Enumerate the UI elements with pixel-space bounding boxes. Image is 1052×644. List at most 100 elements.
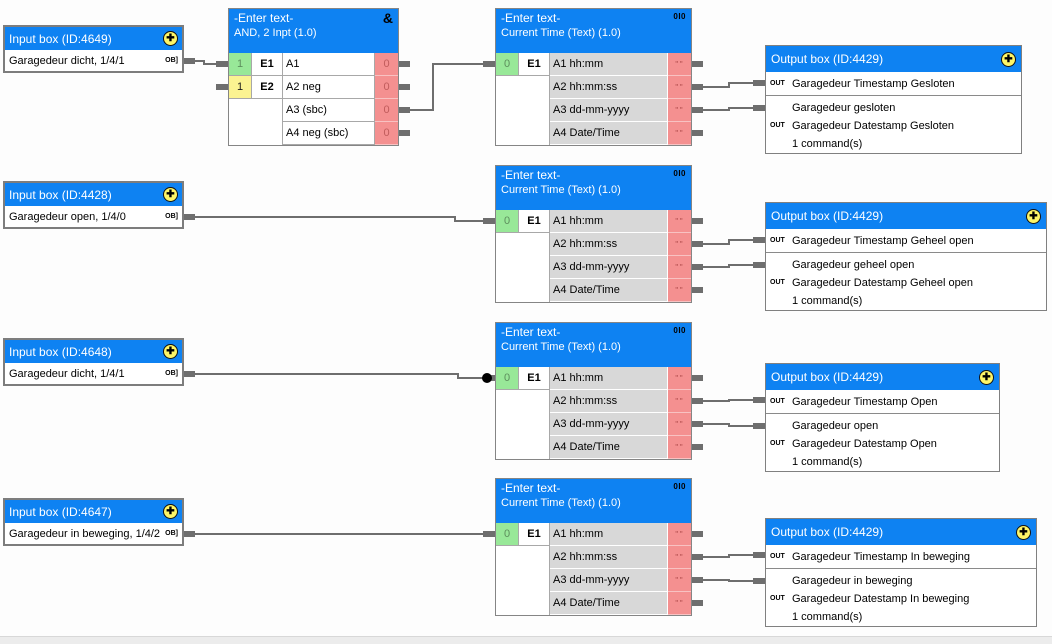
port-nub[interactable] <box>753 262 765 268</box>
port-nub[interactable] <box>398 61 410 67</box>
output-row-timestamp[interactable]: OUT Garagedeur Timestamp Open <box>766 390 999 414</box>
port-nub[interactable] <box>691 398 703 404</box>
input-port-e2[interactable]: E2 <box>252 76 283 99</box>
input-box-body[interactable]: Garagedeur in beweging, 1/4/2 OB] <box>5 523 182 544</box>
output-value-a2[interactable]: "" <box>668 76 691 99</box>
output-box-4[interactable]: Output box (ID:4429) ✚ OUT Garagedeur Ti… <box>765 518 1037 627</box>
output-box-1[interactable]: Output box (ID:4429) ✚ OUT Garagedeur Ti… <box>765 45 1022 154</box>
block-header[interactable]: -Enter text- AND, 2 Inpt (1.0) & <box>229 9 398 53</box>
output-value-a1[interactable]: "" <box>668 210 691 233</box>
port-nub[interactable] <box>753 237 765 243</box>
output-value-a4[interactable]: 0 <box>375 122 398 145</box>
input-box-body[interactable]: Garagedeur open, 1/4/0 OB] <box>5 206 182 227</box>
output-value-a1[interactable]: "" <box>668 367 691 390</box>
input-port-e1[interactable]: E1 <box>519 210 550 233</box>
port-nub[interactable] <box>183 58 195 64</box>
current-time-block-3[interactable]: -Enter text- Current Time (Text) (1.0) 0… <box>495 322 692 460</box>
input-box-header[interactable]: Input box (ID:4648) ✚ <box>5 340 182 363</box>
output-value-a1[interactable]: 0 <box>375 53 398 76</box>
output-box-3[interactable]: Output box (ID:4429) ✚ OUT Garagedeur Ti… <box>765 363 1000 472</box>
input-box-4649[interactable]: Input box (ID:4649) ✚ Garagedeur dicht, … <box>3 25 184 73</box>
port-nub[interactable] <box>753 80 765 86</box>
port-nub[interactable] <box>691 107 703 113</box>
output-box-header[interactable]: Output box (ID:4429) ✚ <box>766 364 999 390</box>
output-row-datestamp[interactable]: Garagedeur open OUT Garagedeur Datestamp… <box>766 414 999 471</box>
port-nub[interactable] <box>753 423 765 429</box>
port-nub[interactable] <box>691 241 703 247</box>
current-time-block-2[interactable]: -Enter text- Current Time (Text) (1.0) 0… <box>495 165 692 303</box>
port-nub[interactable] <box>691 84 703 90</box>
input-box-body[interactable]: Garagedeur dicht, 1/4/1 OB] <box>5 363 182 384</box>
output-row-timestamp[interactable]: OUT Garagedeur Timestamp Geheel open <box>766 229 1046 253</box>
input-box-header[interactable]: Input box (ID:4649) ✚ <box>5 27 182 50</box>
output-row-datestamp[interactable]: Garagedeur in beweging OUT Garagedeur Da… <box>766 569 1036 626</box>
port-nub[interactable] <box>691 218 703 224</box>
port-nub[interactable] <box>691 444 703 450</box>
input-box-body[interactable]: Garagedeur dicht, 1/4/1 OB] <box>5 50 182 71</box>
input-port-e1[interactable]: E1 <box>252 53 283 76</box>
output-value-a2[interactable]: "" <box>668 233 691 256</box>
output-value-a1[interactable]: "" <box>668 53 691 76</box>
port-nub[interactable] <box>753 397 765 403</box>
port-nub[interactable] <box>483 531 495 537</box>
block-header[interactable]: -Enter text- Current Time (Text) (1.0) 0… <box>496 166 691 210</box>
output-box-2[interactable]: Output box (ID:4429) ✚ OUT Garagedeur Ti… <box>765 202 1047 311</box>
port-nub[interactable] <box>753 105 765 111</box>
port-nub[interactable] <box>691 577 703 583</box>
port-nub[interactable] <box>753 578 765 584</box>
plus-icon[interactable]: ✚ <box>1026 208 1041 224</box>
plus-icon[interactable]: ✚ <box>1001 51 1016 67</box>
input-box-4428[interactable]: Input box (ID:4428) ✚ Garagedeur open, 1… <box>3 181 184 229</box>
port-nub[interactable] <box>183 531 195 537</box>
port-nub[interactable] <box>398 84 410 90</box>
port-nub[interactable] <box>691 375 703 381</box>
current-time-block-1[interactable]: -Enter text- Current Time (Text) (1.0) 0… <box>495 8 692 146</box>
plus-icon[interactable]: ✚ <box>163 344 178 359</box>
port-nub[interactable] <box>753 552 765 558</box>
input-port-e1[interactable]: E1 <box>519 53 550 76</box>
plus-icon[interactable]: ✚ <box>163 31 178 46</box>
port-nub[interactable] <box>691 531 703 537</box>
output-value-a2[interactable]: 0 <box>375 76 398 99</box>
output-box-header[interactable]: Output box (ID:4429) ✚ <box>766 519 1036 545</box>
input-port-e1[interactable]: E1 <box>519 523 550 546</box>
port-nub[interactable] <box>398 107 410 113</box>
output-row-datestamp[interactable]: Garagedeur gesloten OUT Garagedeur Dates… <box>766 96 1021 153</box>
plus-icon[interactable]: ✚ <box>979 369 994 385</box>
port-nub[interactable] <box>483 61 495 67</box>
port-nub[interactable] <box>183 214 195 220</box>
current-time-block-4[interactable]: -Enter text- Current Time (Text) (1.0) 0… <box>495 478 692 616</box>
plus-icon[interactable]: ✚ <box>163 187 178 202</box>
plus-icon[interactable]: ✚ <box>163 504 178 519</box>
output-row-datestamp[interactable]: Garagedeur geheel open OUT Garagedeur Da… <box>766 253 1046 310</box>
port-nub[interactable] <box>483 218 495 224</box>
input-box-4647[interactable]: Input box (ID:4647) ✚ Garagedeur in bewe… <box>3 498 184 546</box>
input-box-header[interactable]: Input box (ID:4647) ✚ <box>5 500 182 523</box>
and-gate-block[interactable]: -Enter text- AND, 2 Inpt (1.0) & 1 E1 A1… <box>228 8 399 146</box>
output-row-timestamp[interactable]: OUT Garagedeur Timestamp Gesloten <box>766 72 1021 96</box>
block-header[interactable]: -Enter text- Current Time (Text) (1.0) 0… <box>496 323 691 367</box>
output-value-a4[interactable]: "" <box>668 592 691 615</box>
port-nub[interactable] <box>216 61 228 67</box>
output-value-a3[interactable]: 0 <box>375 99 398 122</box>
port-nub[interactable] <box>691 600 703 606</box>
output-value-a3[interactable]: "" <box>668 256 691 279</box>
port-nub[interactable] <box>691 61 703 67</box>
output-value-a3[interactable]: "" <box>668 413 691 436</box>
output-value-a2[interactable]: "" <box>668 390 691 413</box>
port-nub[interactable] <box>691 264 703 270</box>
port-nub[interactable] <box>691 130 703 136</box>
output-row-timestamp[interactable]: OUT Garagedeur Timestamp In beweging <box>766 545 1036 569</box>
port-nub[interactable] <box>183 371 195 377</box>
port-nub[interactable] <box>398 130 410 136</box>
port-nub[interactable] <box>216 84 228 90</box>
output-box-header[interactable]: Output box (ID:4429) ✚ <box>766 46 1021 72</box>
port-nub[interactable] <box>691 554 703 560</box>
input-box-header[interactable]: Input box (ID:4428) ✚ <box>5 183 182 206</box>
output-box-header[interactable]: Output box (ID:4429) ✚ <box>766 203 1046 229</box>
output-value-a4[interactable]: "" <box>668 436 691 459</box>
block-header[interactable]: -Enter text- Current Time (Text) (1.0) 0… <box>496 479 691 523</box>
output-value-a4[interactable]: "" <box>668 122 691 145</box>
port-nub[interactable] <box>691 287 703 293</box>
